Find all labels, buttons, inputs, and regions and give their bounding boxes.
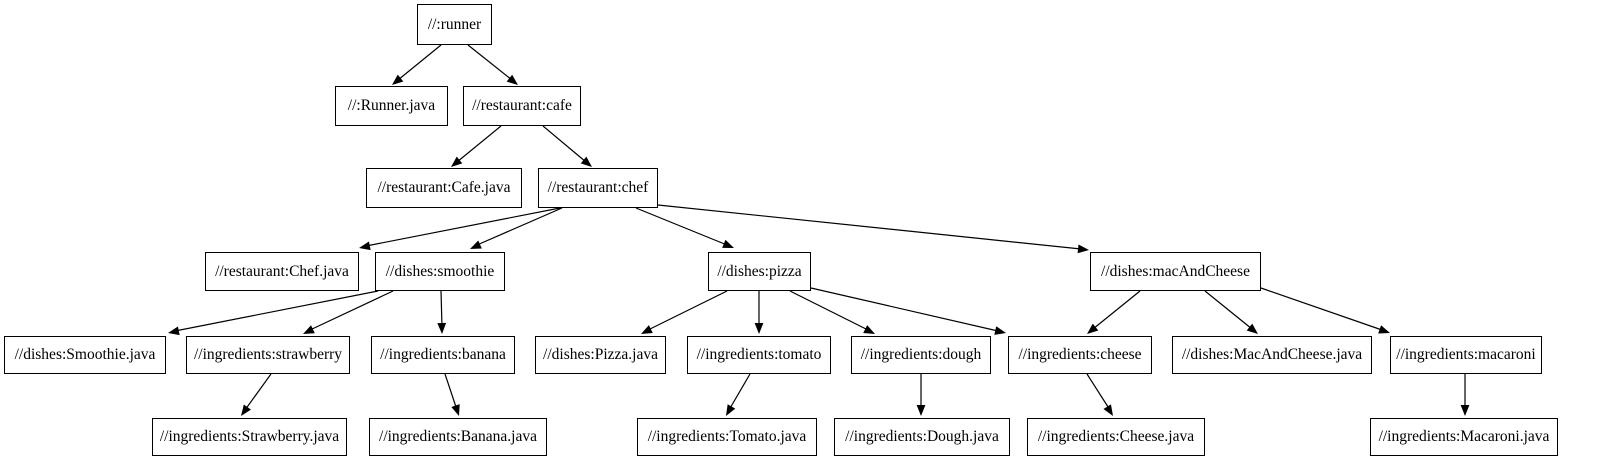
graph-node-macandcheese-java[interactable]: //dishes:MacAndCheese.java	[1172, 336, 1372, 374]
graph-edge	[789, 290, 869, 331]
graph-node-dishes-smoothie[interactable]: //dishes:smoothie	[375, 252, 505, 291]
graph-node-runner[interactable]: //:runner	[417, 4, 492, 45]
edge-arrowhead-icon	[580, 156, 592, 167]
graph-edge	[635, 207, 728, 246]
graph-node-ing-dough[interactable]: //ingredients:dough	[851, 336, 991, 374]
edge-arrowhead-icon	[470, 240, 482, 249]
graph-edge	[174, 290, 379, 332]
graph-edge	[244, 373, 272, 411]
graph-node-dishes-pizza[interactable]: //dishes:pizza	[708, 252, 811, 291]
graph-node-strawberry-java[interactable]: //ingredients:Strawberry.java	[152, 418, 347, 456]
edge-arrowhead-icon	[726, 404, 736, 416]
graph-node-ing-cheese[interactable]: //ingredients:cheese	[1008, 336, 1152, 374]
graph-edge	[467, 44, 513, 81]
graph-node-ing-banana[interactable]: //ingredients:banana	[371, 336, 515, 374]
graph-edge	[440, 290, 443, 328]
graph-edge	[365, 207, 561, 247]
graph-node-dishes-macandcheese[interactable]: //dishes:macAndCheese	[1090, 252, 1261, 291]
graph-edge	[476, 207, 563, 246]
edge-arrowhead-icon	[916, 405, 926, 416]
edge-arrowhead-icon	[994, 326, 1006, 335]
graph-node-restaurant-chef[interactable]: //restaurant:chef	[538, 168, 658, 208]
edge-arrowhead-icon	[359, 241, 371, 251]
graph-node-restaurant-cafe[interactable]: //restaurant:cafe	[463, 86, 581, 126]
graph-edge	[542, 125, 587, 163]
graph-edge	[1260, 287, 1383, 331]
graph-node-cheese-java[interactable]: //ingredients:Cheese.java	[1027, 418, 1205, 456]
edge-arrowhead-icon	[1378, 325, 1390, 334]
graph-node-smoothie-java[interactable]: //dishes:Smoothie.java	[4, 336, 166, 374]
graph-node-dough-java[interactable]: //ingredients:Dough.java	[834, 418, 1010, 456]
edge-arrowhead-icon	[451, 156, 463, 167]
edge-arrowhead-icon	[1103, 404, 1113, 416]
graph-edge	[728, 373, 751, 411]
graph-edge	[456, 125, 502, 163]
graph-node-ing-tomato[interactable]: //ingredients:tomato	[687, 336, 831, 374]
edge-arrowhead-icon	[1077, 244, 1089, 254]
edge-arrowhead-icon	[451, 404, 460, 416]
graph-edge	[810, 287, 999, 332]
graph-node-ing-strawberry[interactable]: //ingredients:strawberry	[186, 336, 350, 374]
graph-node-tomato-java[interactable]: //ingredients:Tomato.java	[637, 418, 817, 456]
edge-arrowhead-icon	[722, 239, 734, 248]
graph-edge	[1092, 290, 1141, 330]
edge-arrowhead-icon	[863, 325, 875, 334]
graph-node-pizza-java[interactable]: //dishes:Pizza.java	[535, 336, 666, 374]
edge-arrowhead-icon	[754, 323, 764, 334]
graph-edge	[647, 290, 728, 331]
graph-node-runner-java[interactable]: //:Runner.java	[335, 86, 448, 126]
graph-node-macaroni-java[interactable]: //ingredients:Macaroni.java	[1370, 418, 1558, 456]
edge-arrowhead-icon	[1087, 323, 1099, 334]
graph-edge	[657, 204, 1082, 250]
graph-node-chef-java[interactable]: //restaurant:Chef.java	[205, 252, 359, 291]
graph-edge	[444, 373, 458, 411]
edge-arrowhead-icon	[506, 74, 518, 85]
graph-edge	[397, 44, 442, 81]
edge-arrowhead-icon	[1246, 323, 1258, 334]
graph-node-cafe-java[interactable]: //restaurant:Cafe.java	[366, 168, 522, 208]
edge-arrowhead-icon	[303, 325, 315, 334]
graph-edge	[1086, 373, 1111, 411]
graph-edge	[309, 290, 394, 331]
edge-arrowhead-icon	[168, 326, 180, 336]
edge-arrowhead-icon	[641, 325, 653, 334]
edge-arrowhead-icon	[392, 74, 404, 85]
edge-arrowhead-icon	[437, 322, 447, 334]
graph-node-banana-java[interactable]: //ingredients:Banana.java	[369, 418, 547, 456]
edge-arrowhead-icon	[241, 404, 251, 416]
graph-node-ing-macaroni[interactable]: //ingredients:macaroni	[1390, 336, 1542, 374]
edge-arrowhead-icon	[1460, 405, 1470, 416]
graph-edge	[1204, 290, 1253, 330]
